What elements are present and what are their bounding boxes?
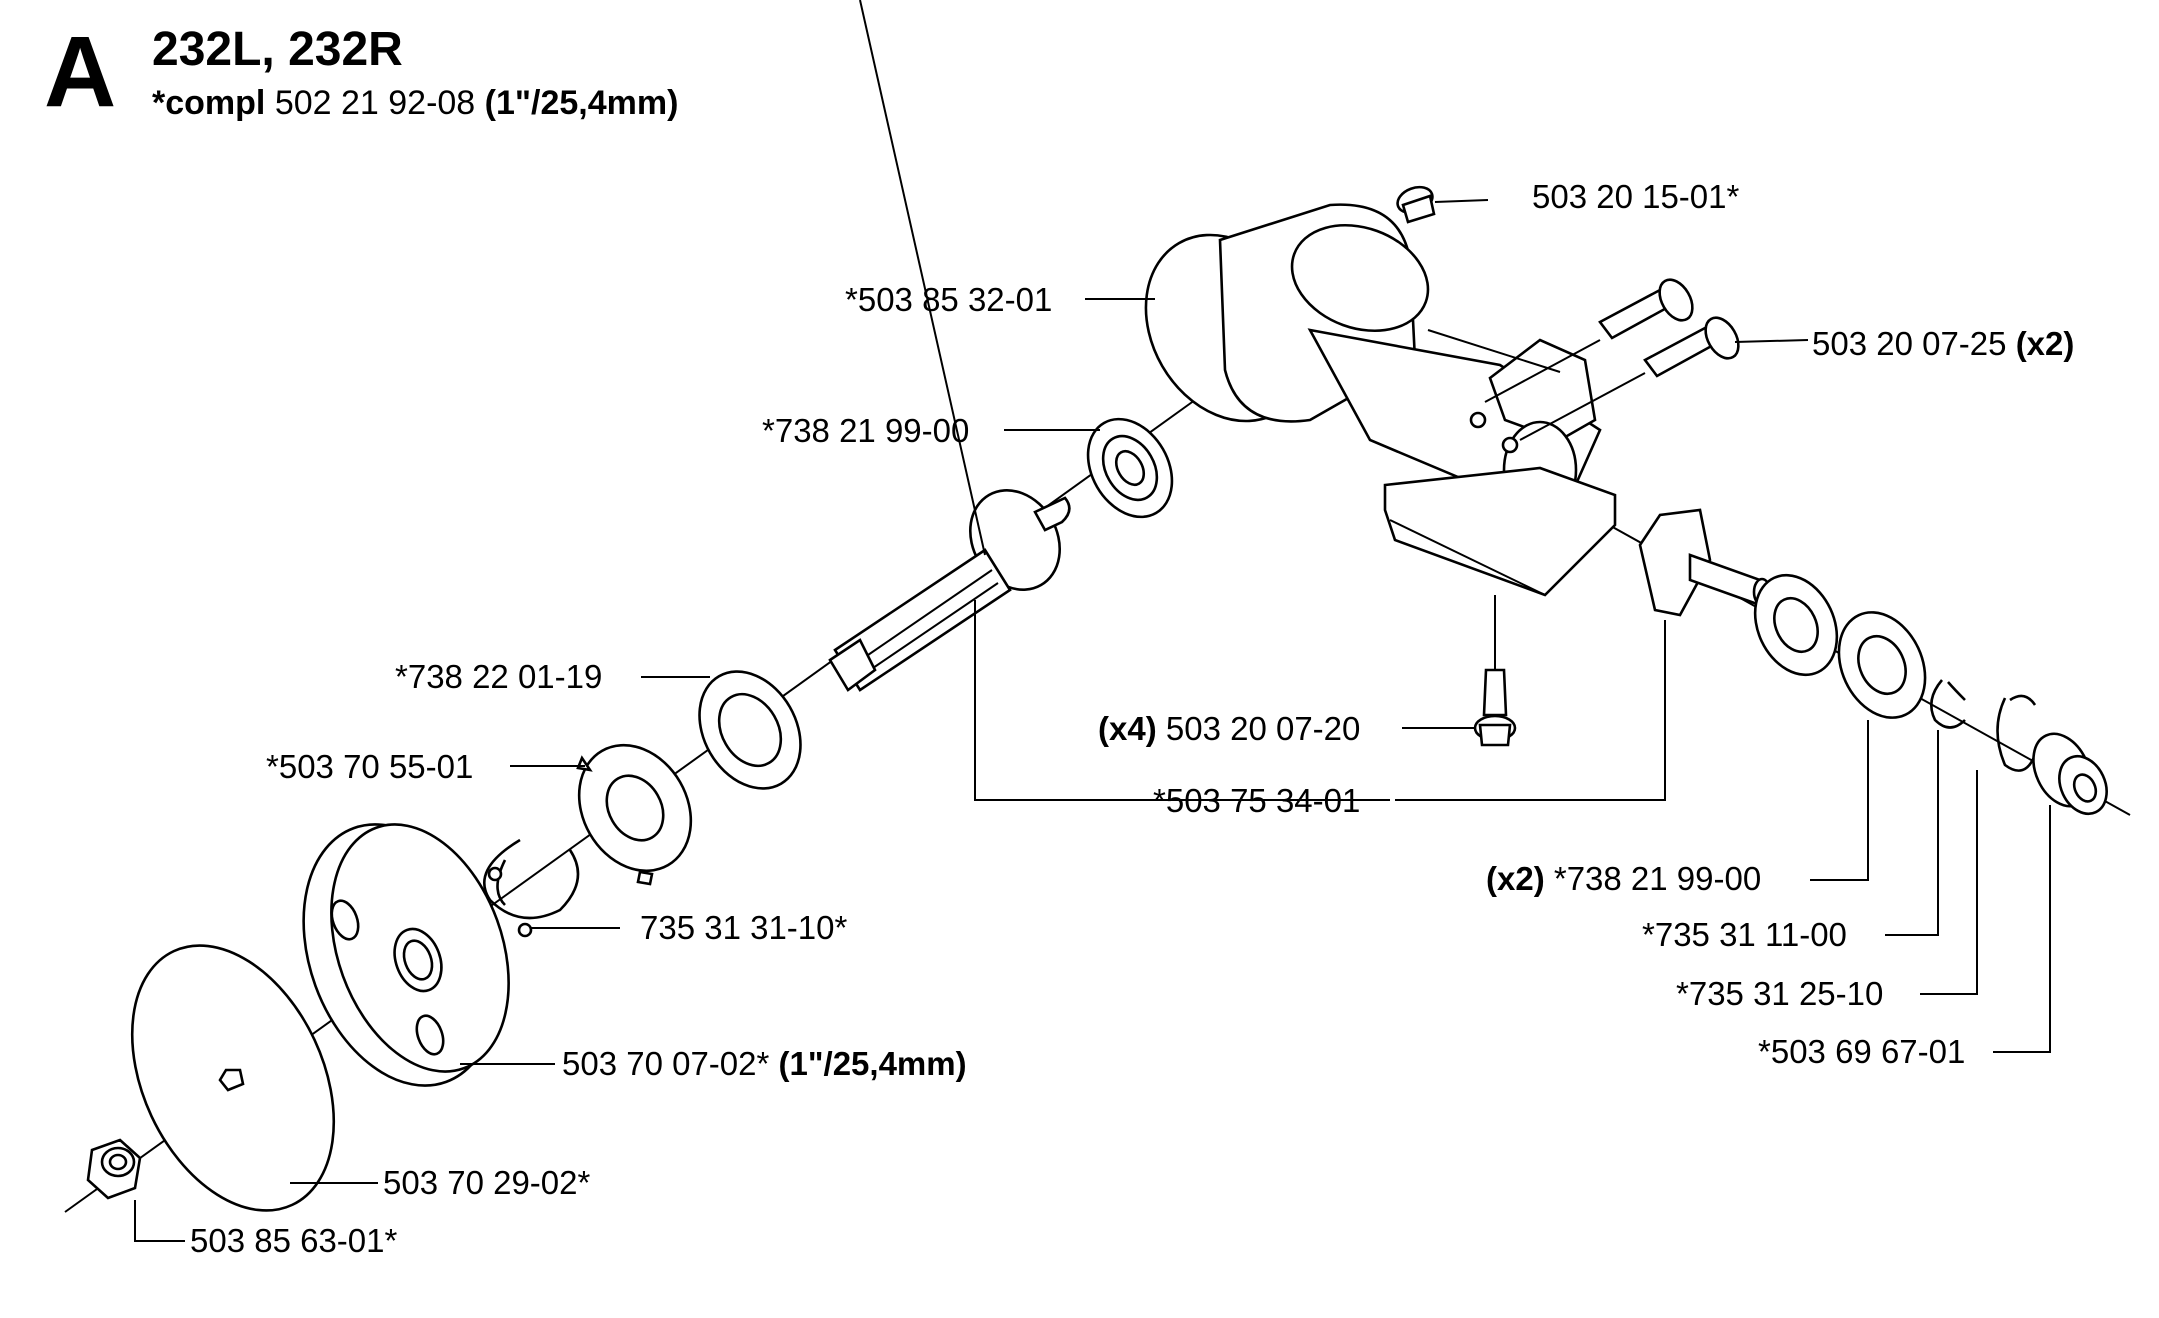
part-label: 735 31 31-10*: [640, 909, 848, 946]
part-label: (x4) 503 20 07-20: [1098, 710, 1361, 747]
cap-screws: [1484, 278, 1809, 441]
part-label: 503 70 29-02*: [383, 1164, 591, 1201]
part-label: *503 70 55-01: [266, 748, 474, 785]
output-bearings: [1753, 573, 1927, 719]
part-label: 503 20 07-25 (x2): [1812, 325, 2075, 362]
compl-prefix: *compl: [152, 84, 266, 122]
part-label: *735 31 25-10: [1676, 975, 1884, 1012]
compl-size: (1"/25,4mm): [484, 84, 679, 122]
circlips-right: [1930, 679, 2037, 772]
part-label: *503 69 67-01: [1758, 1033, 1966, 1070]
input-bearing: [1086, 417, 1174, 519]
thrust-washer: [576, 743, 693, 886]
part-label: *738 22 01-19: [395, 658, 603, 695]
top-plug-screw: [1396, 185, 1489, 224]
section-letter: A: [44, 16, 117, 128]
seal-bearing: [698, 670, 802, 790]
support-cup: [130, 944, 336, 1212]
part-label: (x2) *738 21 99-00: [1486, 860, 1762, 897]
part-label: *503 75 34-01: [1153, 782, 1361, 819]
circlip-left: [483, 838, 580, 938]
hex-nut: [86, 1138, 142, 1200]
complete-assembly-line: *compl 502 21 92-08 (1"/25,4mm): [152, 86, 678, 120]
part-label: *503 85 32-01: [845, 281, 1053, 318]
gear-housing: [1144, 203, 1617, 597]
part-label: *735 31 11-00: [1642, 916, 1847, 953]
model-title: 232L, 232R: [152, 23, 403, 76]
compl-part-number: 502 21 92-08: [274, 84, 476, 122]
leader-lines: [134, 298, 2051, 1242]
output-bushing: [2032, 732, 2108, 816]
part-label: 503 85 63-01*: [190, 1222, 398, 1259]
bottom-screw: [1473, 595, 1517, 747]
part-label: *738 21 99-00: [762, 412, 970, 449]
output-bevel-gear: [1638, 508, 1772, 617]
input-gear-shaft: [828, 0, 1071, 692]
drive-disc: [302, 823, 510, 1087]
part-label: 503 70 07-02* (1"/25,4mm): [562, 1045, 967, 1082]
part-label: 503 20 15-01*: [1532, 178, 1740, 215]
